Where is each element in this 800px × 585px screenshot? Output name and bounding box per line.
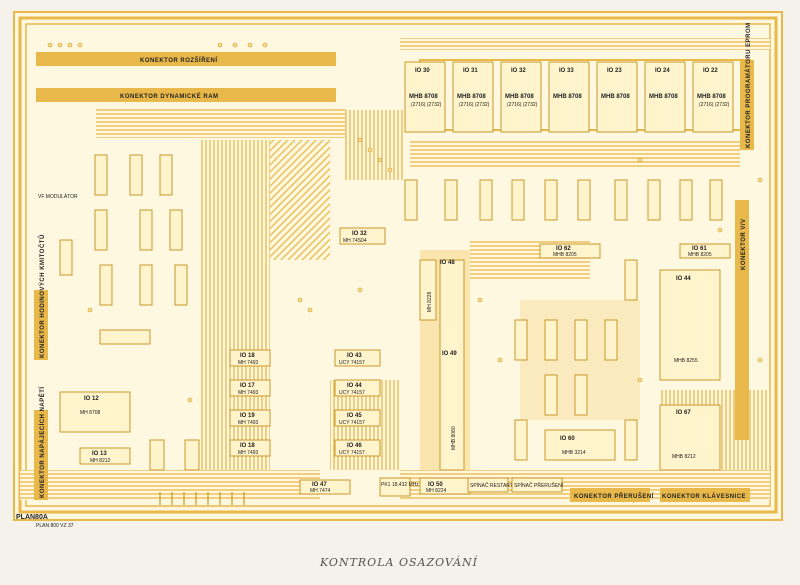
misc-chip-type: MHB 8205 <box>688 252 712 258</box>
eprom-type: MHB 8708 <box>505 94 534 100</box>
mux-type: UCY 74157 <box>339 360 365 366</box>
mux-id: IO 46 <box>347 443 362 449</box>
eprom-alt: (2716) (2732) <box>699 102 730 108</box>
pio2-id: IO 67 <box>676 410 691 416</box>
eprom-id: IO 22 <box>703 68 718 74</box>
crystal-label: PK1 18,432 MHz <box>381 482 419 488</box>
eprom-type: MHB 8708 <box>697 94 726 100</box>
clock-gen-type: MH 8224 <box>426 488 447 494</box>
left-chip-cluster <box>59 154 200 471</box>
eprom-id: IO 33 <box>559 68 574 74</box>
eprom-id: IO 30 <box>415 68 430 74</box>
board-name: PLAN80A <box>16 514 48 521</box>
sys-ctrl-type: MH 8228 <box>427 291 433 312</box>
resistor-row <box>159 492 245 505</box>
eprom-type: MHB 8708 <box>601 94 630 100</box>
board-code: PLAN 800 VZ 37 <box>36 523 74 529</box>
misc-chip-id: IO 12 <box>84 396 99 402</box>
sys-ctrl-chip <box>419 259 437 321</box>
io-connector-label: KONEKTOR V/V <box>741 218 747 270</box>
eprom-id: IO 23 <box>607 68 622 74</box>
mux-id: IO 45 <box>347 413 362 419</box>
mux-type: UCY 74157 <box>339 450 365 456</box>
misc-chip-type: MH 8708 <box>80 410 101 416</box>
right-chip-cluster <box>514 259 638 461</box>
sys-ctrl-id: IO 48 <box>440 260 455 266</box>
misc-chip-id: IO 13 <box>92 451 107 457</box>
counter-type: MH 7493 <box>238 360 259 366</box>
counter-chip-column: IO 18 MH 7493 IO 17 MH 7493 IO 19 MH 749… <box>229 349 271 457</box>
misc-chip-type: MH 8212 <box>90 458 111 464</box>
handwritten-note: KONTROLA OSAZOVÁNÍ <box>319 555 478 569</box>
pio-chip <box>659 269 721 381</box>
counter-id: IO 19 <box>240 413 255 419</box>
eprom-type: MHB 8708 <box>649 94 678 100</box>
mux-type: UCY 74157 <box>339 420 365 426</box>
mux-type: UCY 74157 <box>339 390 365 396</box>
counter-id: IO 18 <box>240 353 255 359</box>
counter-type: MH 7493 <box>238 450 259 456</box>
uart-id: IO 60 <box>560 436 575 442</box>
pio2-type: MHB 8212 <box>672 454 696 460</box>
counter-type: MH 7493 <box>238 420 259 426</box>
keyboard-connector-label: KONEKTOR KLÁVESNICE <box>662 493 746 500</box>
misc-chip-id: IO 47 <box>312 482 327 488</box>
eprom-type: MHB 8708 <box>457 94 486 100</box>
misc-chip-type: MHB 8205 <box>553 252 577 258</box>
ram-connector-label: KONEKTOR DYNAMICKÉ RAM <box>120 92 219 100</box>
counter-type: MH 7493 <box>238 390 259 396</box>
clock-gen-id: IO 50 <box>428 482 443 488</box>
eprom-type: MHB 8708 <box>409 94 438 100</box>
eprom-id: IO 31 <box>463 68 478 74</box>
counter-id: IO 17 <box>240 383 255 389</box>
eprom-alt: (2716) (2732) <box>411 102 442 108</box>
eprom-type: MHB 8708 <box>553 94 582 100</box>
expansion-connector-label: KONEKTOR ROZŠÍŘENÍ <box>140 56 218 64</box>
vf-modulator-label: VF MODULÁTOR <box>38 193 78 200</box>
eprom-id: IO 24 <box>655 68 670 74</box>
restart-switch-label: SPÍNAČ RESTARTU <box>470 482 517 489</box>
misc-chip-type: MH 74S04 <box>343 238 367 244</box>
pio-type: MHB 8255 <box>674 358 698 364</box>
pio2-chip <box>659 404 721 471</box>
mux-id: IO 43 <box>347 353 362 359</box>
programmer-connector-label: KONEKTOR PROGRAMÁTORU EPROM <box>745 22 752 148</box>
ram-chip-row <box>404 179 723 221</box>
cpu-type: MHB 8080 <box>451 426 457 450</box>
cpu-chip <box>439 259 465 471</box>
eprom-row: IO 30 MHB 8708 (2716) (2732) IO 31 MHB 8… <box>404 61 734 133</box>
counter-id: IO 18 <box>240 443 255 449</box>
pad-field <box>47 42 763 403</box>
mux-id: IO 44 <box>347 383 362 389</box>
misc-chip-id: IO 61 <box>692 246 707 252</box>
eprom-alt: (2716) (2732) <box>459 102 490 108</box>
misc-chip-id: IO 32 <box>352 231 367 237</box>
eprom-alt: (2716) (2732) <box>507 102 538 108</box>
uart-type: MHB 3214 <box>562 450 586 456</box>
pio-id: IO 44 <box>676 276 691 282</box>
interrupt-connector-label: KONEKTOR PŘERUŠENÍ <box>574 492 654 500</box>
uart-chip <box>544 429 616 461</box>
interrupt-switch-label: SPÍNAČ PŘERUŠENÍ <box>514 481 564 489</box>
eprom-id: IO 32 <box>511 68 526 74</box>
cpu-id: IO 49 <box>442 351 457 357</box>
misc-chip-type: MH 7474 <box>310 488 331 494</box>
mux-chip-column: IO 43 UCY 74157 IO 44 UCY 74157 IO 45 UC… <box>334 349 381 457</box>
power-connector-label: KONEKTOR NAPÁJECÍCH NAPĚTÍ <box>38 386 46 498</box>
clock-connector-label: KONEKTOR HODINOVÝCH KMITOČTŮ <box>38 234 46 358</box>
misc-chip-id: IO 62 <box>556 246 571 252</box>
